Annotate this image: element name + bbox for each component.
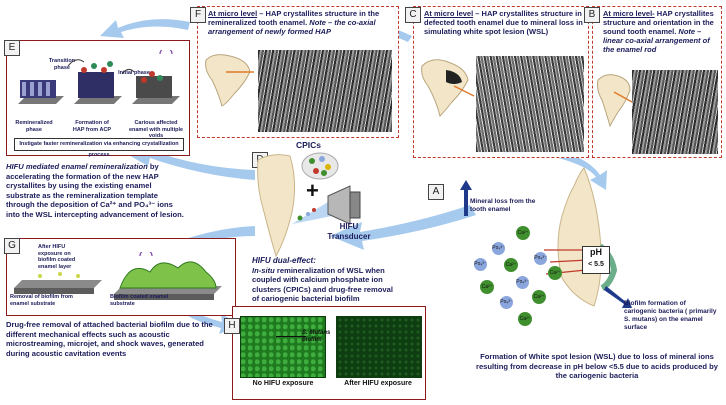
hifu-remineralization-body: by accelerating the formation of the new… bbox=[6, 162, 184, 219]
remineralized-phase-block bbox=[18, 80, 64, 104]
panel-f-sem-image bbox=[258, 50, 392, 132]
panel-c-sem-image bbox=[476, 56, 584, 152]
mineral-loss-label: Mineral loss from the tooth enamel bbox=[470, 198, 536, 213]
panel-f-letter: F bbox=[190, 7, 206, 23]
tooth-and-transducer bbox=[257, 154, 361, 258]
after-hifu-microscopy-image bbox=[336, 316, 422, 378]
biofilm-removal-illustration bbox=[14, 252, 222, 300]
cpics-cluster-icon bbox=[301, 152, 339, 180]
panel-f-heading: At micro level bbox=[208, 9, 258, 18]
panel-b-letter: B bbox=[584, 7, 600, 23]
smutans-label: S. Mutans biofilm bbox=[302, 330, 331, 343]
panel-d-tooth-icon bbox=[257, 154, 296, 258]
panel-b-tooth-icon bbox=[597, 74, 633, 128]
panel-f-tooth-icon bbox=[205, 54, 254, 107]
po-ion-3: Po₄³⁻ bbox=[534, 252, 547, 265]
biofilm-arrow bbox=[604, 286, 632, 308]
panel-c-text: At micro level – HAP crystallites struct… bbox=[424, 9, 584, 36]
no-hifu-label: No HIFU exposure bbox=[252, 380, 314, 387]
panel-e-letter: E bbox=[4, 40, 20, 56]
ca-ion-3: Ca²⁺ bbox=[548, 266, 562, 280]
panel-c-letter: C bbox=[405, 7, 421, 23]
ca-ion-5: Ca²⁺ bbox=[532, 290, 546, 304]
removal-label: Removal of biofilm from enamel substrate bbox=[10, 294, 73, 307]
panel-h-letter: H bbox=[224, 318, 240, 334]
arrow-b-to-a bbox=[558, 150, 607, 190]
panel-g bbox=[6, 238, 236, 316]
remineralization-phases-illustration bbox=[18, 50, 180, 104]
ph-value: < 5.5 bbox=[588, 261, 604, 268]
carious-enamel-label: Carious affected enamel with multiple vo… bbox=[128, 120, 184, 139]
panel-b-note: Note – linear co-axial arrangement of th… bbox=[603, 27, 710, 54]
panel-g-letter: G bbox=[4, 238, 20, 254]
po-ion-2: Po₄³⁻ bbox=[474, 258, 487, 271]
panel-b-heading: At micro level- bbox=[603, 9, 655, 18]
wsl-caption: Formation of White spot lesion (WSL) due… bbox=[475, 352, 718, 381]
hifu-beam bbox=[292, 202, 332, 224]
panel-f-text: At micro level – HAP crystallites struct… bbox=[208, 9, 394, 36]
panel-c-body: – HAP crystallites structure in defected… bbox=[424, 9, 583, 36]
po-ion-1: Po₄³⁻ bbox=[492, 242, 505, 255]
hifu-remineralization-text: HIFU mediated enamel remineralization by… bbox=[6, 162, 186, 220]
panel-c-tooth-icon bbox=[421, 59, 475, 117]
panel-c-heading: At micro level bbox=[424, 9, 474, 18]
po-ion-5: Po₄³⁻ bbox=[500, 296, 513, 309]
panel-a-tooth-icon bbox=[557, 167, 602, 307]
smutans-pointer bbox=[276, 336, 306, 337]
no-hifu-microscopy-image bbox=[240, 316, 326, 378]
initial-phase-label: Initial phase bbox=[118, 70, 150, 76]
ph-indicator: pH < 5.5 bbox=[582, 246, 610, 274]
hifu-dual-effect-lead: In-situ bbox=[252, 265, 275, 275]
biofilm-coated-label: Biofilm coated enamel substrate bbox=[110, 294, 169, 307]
arrow-a-to-d bbox=[330, 205, 476, 250]
hifu-remineralization-title: HIFU mediated enamel remineralization bbox=[6, 162, 148, 171]
cpics-label: CPICs bbox=[296, 140, 322, 150]
hifu-dual-effect-text: HIFU dual-effect: In-situ remineralizati… bbox=[252, 256, 402, 304]
formation-hap-label: Formation of HAP from ACP bbox=[72, 120, 112, 133]
drug-free-removal-text: Drug-free removal of attached bacterial … bbox=[6, 320, 213, 358]
ph-label: pH bbox=[590, 247, 602, 257]
mineral-loss-arrow bbox=[460, 180, 472, 216]
biofilm-coated-substrate bbox=[114, 261, 222, 300]
po-ion-4: Po₄³⁻ bbox=[516, 276, 529, 289]
formation-hap-block bbox=[74, 61, 122, 104]
ca-ion-6: Ca²⁺ bbox=[518, 312, 532, 326]
panel-b-sem-image bbox=[632, 70, 718, 154]
remineralized-phase-label: Remineralized phase bbox=[15, 120, 53, 133]
arrow-f-to-e bbox=[100, 19, 190, 38]
clean-enamel-substrate bbox=[14, 272, 102, 294]
hifu-dual-effect-title: HIFU dual-effect: bbox=[252, 256, 316, 265]
panel-b-body: HAP crystallites structure and orientati… bbox=[603, 9, 714, 36]
hifu-transducer-icon bbox=[327, 185, 351, 225]
hifu-dual-effect-body: remineralization of WSL when coupled wit… bbox=[252, 265, 393, 304]
hifu-transducer-label: HIFU Transducer bbox=[327, 222, 371, 241]
biofilm-formation-label: Biofilm formation of cariogenic bacteria… bbox=[624, 300, 717, 331]
panel-e-footer: Instigate faster remineralization via en… bbox=[14, 138, 184, 158]
carious-enamel-block bbox=[132, 50, 180, 104]
after-hifu-label: After HIFU exposure on biofilm coated en… bbox=[38, 244, 76, 270]
panel-b-text: At micro level- HAP crystallites structu… bbox=[603, 9, 719, 54]
panel-f-note: Note – the co-axial arrangement of newly… bbox=[208, 18, 376, 36]
panel-f-body: – HAP crystallites structure in the remi… bbox=[208, 9, 380, 27]
after-hifu-exposure-label: After HIFU exposure bbox=[344, 380, 412, 387]
ca-ion-4: Ca²⁺ bbox=[480, 280, 494, 294]
transition-phase-label: Transition phase bbox=[48, 58, 76, 71]
plus-sign: + bbox=[306, 178, 319, 203]
arrow-d-to-e bbox=[120, 141, 255, 180]
ca-ion-2: Ca²⁺ bbox=[504, 258, 518, 272]
ca-ion-1: Ca²⁺ bbox=[516, 226, 530, 240]
panel-a-letter: A bbox=[428, 184, 444, 200]
